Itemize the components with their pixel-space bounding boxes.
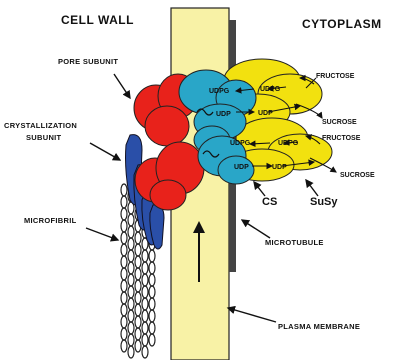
crystallization-label-line2: SUBUNIT <box>26 133 61 142</box>
fructose-top: FRUCTOSE <box>316 73 355 80</box>
udpg-bot-blue: UDPG <box>230 140 251 147</box>
fructose-bot: FRUCTOSE <box>322 135 361 142</box>
cytoplasm-header: CYTOPLASM <box>302 17 382 31</box>
sucrose-bot: SUCROSE <box>340 172 375 179</box>
pore-subunit-label: PORE SUBUNIT <box>58 57 118 66</box>
cell-wall-header: CELL WALL <box>61 13 134 27</box>
microfibril-label: MICROFIBRIL <box>24 216 76 225</box>
udp-top-blue: UDP <box>216 111 231 118</box>
cs-label: CS <box>262 196 277 208</box>
udpg-bot-yellow: UDPG <box>278 140 299 147</box>
plasma-membrane-label: PLASMA MEMBRANE <box>278 322 360 331</box>
susy-label: SuSy <box>310 196 338 208</box>
sucrose-top: SUCROSE <box>322 119 357 126</box>
udp-top-yellow: UDP <box>258 110 273 117</box>
udp-bot-yellow: UDP <box>272 164 287 171</box>
udp-bot-blue: UDP <box>234 164 249 171</box>
crystallization-label-line1: CRYSTALLIZATION <box>4 121 77 130</box>
udpg-top-blue: UDPG <box>209 88 230 95</box>
microtubule-label: MICROTUBULE <box>265 238 324 247</box>
udpg-top-yellow: UDPG <box>260 86 281 93</box>
